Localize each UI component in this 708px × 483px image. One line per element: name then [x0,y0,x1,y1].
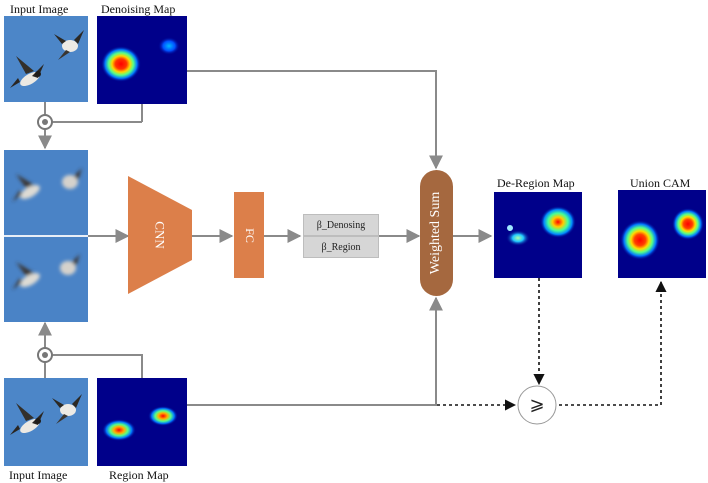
input-image-bottom [4,378,88,466]
input-image-top [4,16,88,102]
de-region-map-label: De-Region Map [497,176,575,190]
beta-denoising-box: β_Denosing [303,214,379,236]
combined-input-image [4,150,88,322]
fc-block: FC [234,192,264,278]
compare-operator-symbol: ⩾ [529,394,545,414]
compare-circle [517,385,557,425]
bird-icon [54,30,84,60]
bird-icon [10,403,44,435]
input-image-top-label: Input Image [10,2,69,16]
elementwise-op-icon [37,114,53,363]
union-cam-label: Union CAM [630,176,691,190]
beta-region-box: β_Region [303,236,379,258]
de-region-map-heatmap [494,192,582,278]
denoising-map-heatmap [97,16,187,104]
denoising-map-label: Denoising Map [101,2,176,16]
weighted-sum-label: Weighted Sum [428,191,444,275]
union-cam-heatmap [618,190,706,278]
cnn-label: CNN [152,221,168,249]
fc-label: FC [242,227,257,243]
weighted-sum-block: Weighted Sum [420,170,453,296]
cnn-block: CNN [128,176,192,294]
bird-icon [10,56,44,88]
region-map-heatmap [97,378,187,466]
region-map-label: Region Map [109,468,169,482]
bird-icon [52,394,82,424]
input-image-bottom-label: Input Image [9,468,68,482]
